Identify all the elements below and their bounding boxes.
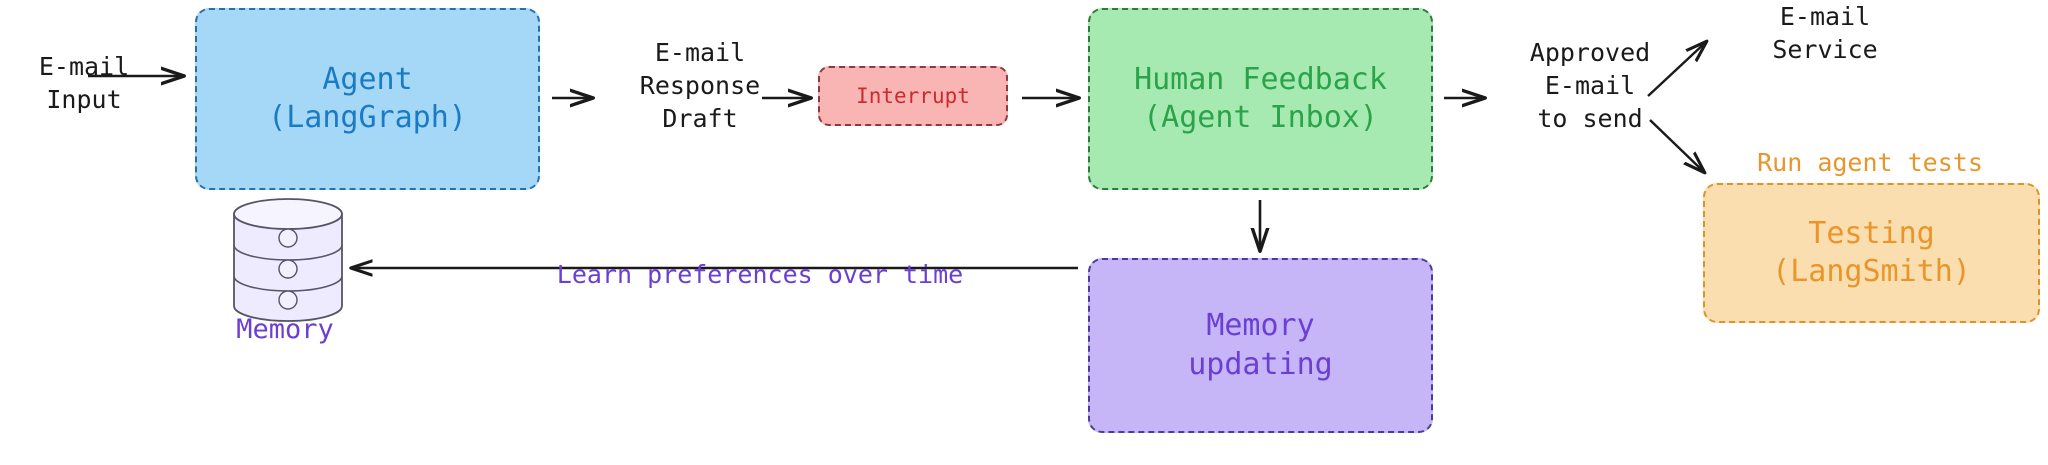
label-email-response-draft: E-mail Response Draft (639, 38, 761, 133)
memory-database-icon (233, 198, 343, 322)
node-testing[interactable]: Testing (LangSmith) (1703, 183, 2040, 323)
label-learn-preferences-over-time: Learn preferences over time (556, 260, 964, 289)
label-run-agent-tests: Run agent tests (1757, 148, 1983, 177)
label-email-input: E-mail Input (38, 52, 130, 114)
label-email-service: E-mail Service (1772, 2, 1878, 64)
node-human-feedback[interactable]: Human Feedback (Agent Inbox) (1088, 8, 1433, 190)
label-memory: Memory (236, 314, 334, 345)
node-interrupt[interactable]: Interrupt (818, 66, 1008, 126)
node-memory-updating[interactable]: Memory updating (1088, 258, 1433, 433)
node-agent[interactable]: Agent (LangGraph) (195, 8, 540, 190)
label-approved-email-to-send: Approved E-mail to send (1529, 38, 1651, 133)
